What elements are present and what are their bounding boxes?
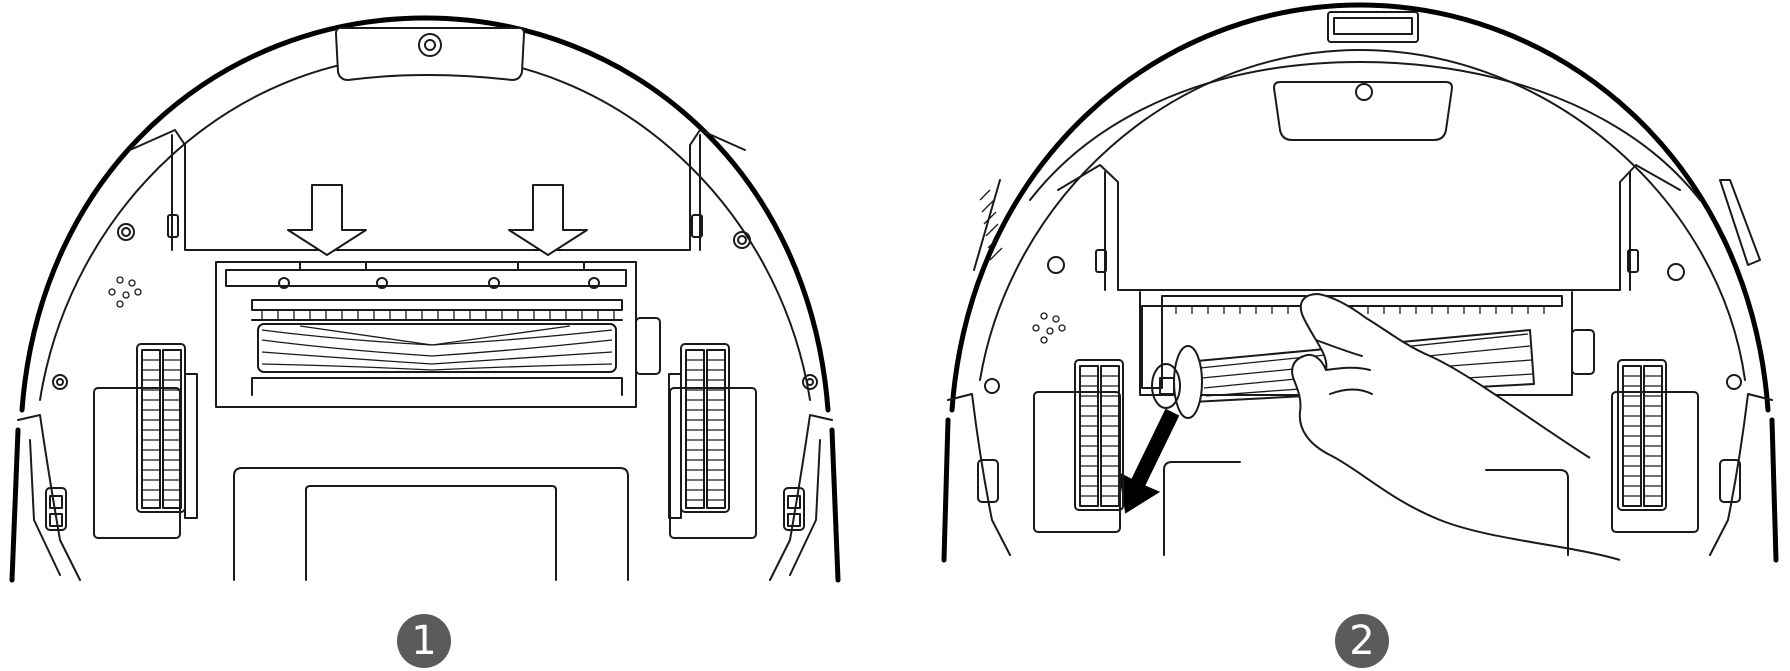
left-wheel [1033,359,1124,533]
brush-end-cap [1571,329,1595,375]
pull-direction-arrow-icon [1118,408,1180,514]
front-sensor-bump [335,27,525,81]
roller-brush [1151,329,1535,419]
step-number-badge-1: 1 [397,614,451,668]
speaker-holes [108,276,142,308]
left-latch [299,261,367,271]
press-down-arrow-left-icon [287,184,367,256]
brush-guard-teeth [261,310,615,320]
brush-end-cap [635,317,661,375]
left-wheel [93,343,198,539]
battery-cover [1163,461,1241,556]
step-number-badge-2: 2 [1335,614,1389,668]
left-cliff-sensor [977,459,999,503]
press-down-arrow-right-icon [508,184,588,256]
front-sensor-bump [1273,81,1453,141]
dustbin-housing [1057,164,1681,291]
right-wheel [668,343,757,539]
robot-underside-drawing-2 [941,2,1779,563]
robot-underside-drawing-1 [9,15,841,583]
robot-body-outline [949,2,1771,413]
step-1-illustration [0,0,850,671]
right-cliff-sensor [1719,459,1741,503]
hand-illustration [1291,293,1621,561]
sensor-screw-icon [418,33,442,57]
robot-body-outline [19,15,831,413]
right-wheel [1611,359,1699,533]
right-cliff-sensor [783,487,805,531]
sensor-screw-icon [1355,83,1373,101]
right-latch [517,261,585,271]
left-cliff-sensor [45,487,67,531]
step-2-illustration [930,0,1790,671]
battery-cover [233,467,629,581]
dustbin-housing [129,129,746,251]
speaker-holes [1032,312,1066,344]
roller-brush [257,323,617,373]
